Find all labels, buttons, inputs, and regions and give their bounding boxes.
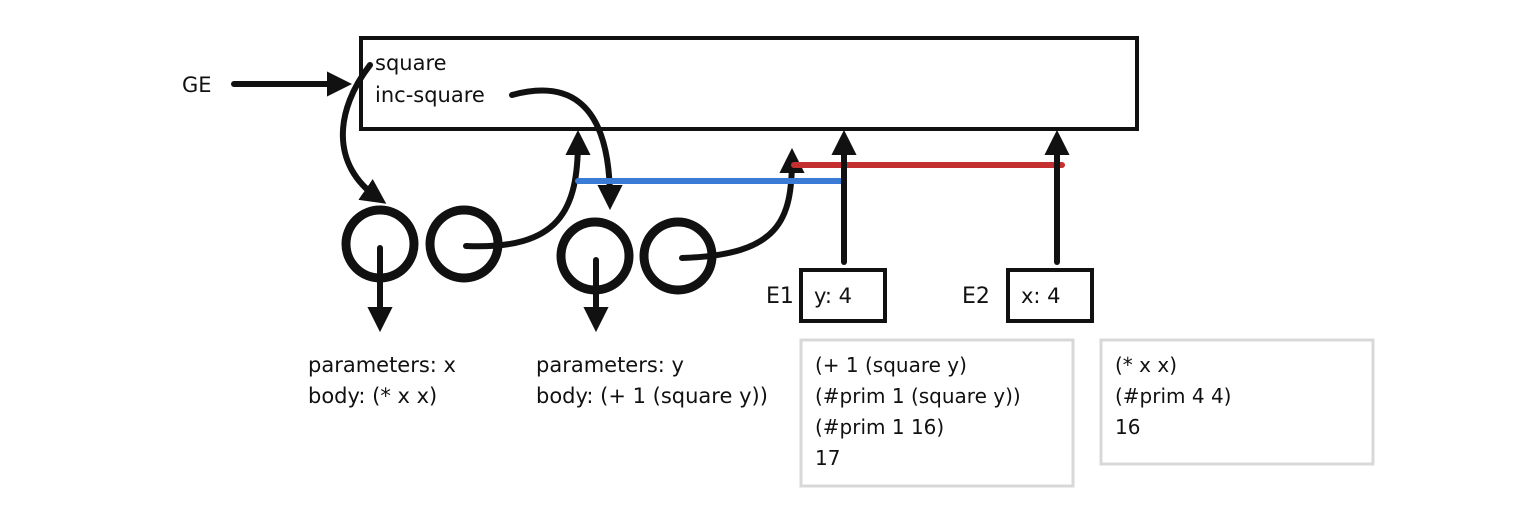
frame-e1-label: E1 bbox=[766, 284, 794, 309]
procedure-inc-square-body: body: (+ 1 (square y)) bbox=[536, 384, 768, 408]
procedure-square-parameters: parameters: x bbox=[308, 353, 456, 377]
evaluation-e2-step: (#prim 4 4) bbox=[1115, 384, 1231, 408]
frame-e1-binding: y: 4 bbox=[814, 284, 852, 308]
global-env-label: GE bbox=[182, 73, 212, 97]
procedure-inc-square-parameters: parameters: y bbox=[536, 353, 684, 377]
square-binding-arrow bbox=[339, 62, 387, 204]
evaluation-e1-step: 17 bbox=[815, 446, 840, 470]
binding-square: square bbox=[375, 51, 447, 75]
square-env-pointer-arrow bbox=[463, 129, 591, 250]
evaluation-e2-step: (* x x) bbox=[1115, 353, 1177, 377]
frame-e2-label: E2 bbox=[962, 284, 990, 309]
evaluation-e2-step: 16 bbox=[1115, 415, 1140, 439]
frame-e1-box bbox=[799, 268, 887, 323]
procedure-square-body: body: (* x x) bbox=[308, 384, 437, 408]
inc-square-binding-arrow bbox=[509, 87, 623, 211]
binding-inc-square: inc-square bbox=[375, 83, 485, 107]
global-frame bbox=[359, 36, 1139, 131]
frame-e2-binding: x: 4 bbox=[1021, 284, 1061, 308]
evaluation-box-e2 bbox=[1099, 338, 1375, 466]
evaluation-e1-step: (#prim 1 16) bbox=[815, 415, 944, 439]
frame-e2-box bbox=[1006, 268, 1094, 323]
evaluation-box-e1 bbox=[799, 338, 1075, 488]
evaluation-e1-step: (+ 1 (square y) bbox=[815, 353, 967, 377]
evaluation-e1-step: (#prim 1 (square y)) bbox=[815, 384, 1021, 408]
